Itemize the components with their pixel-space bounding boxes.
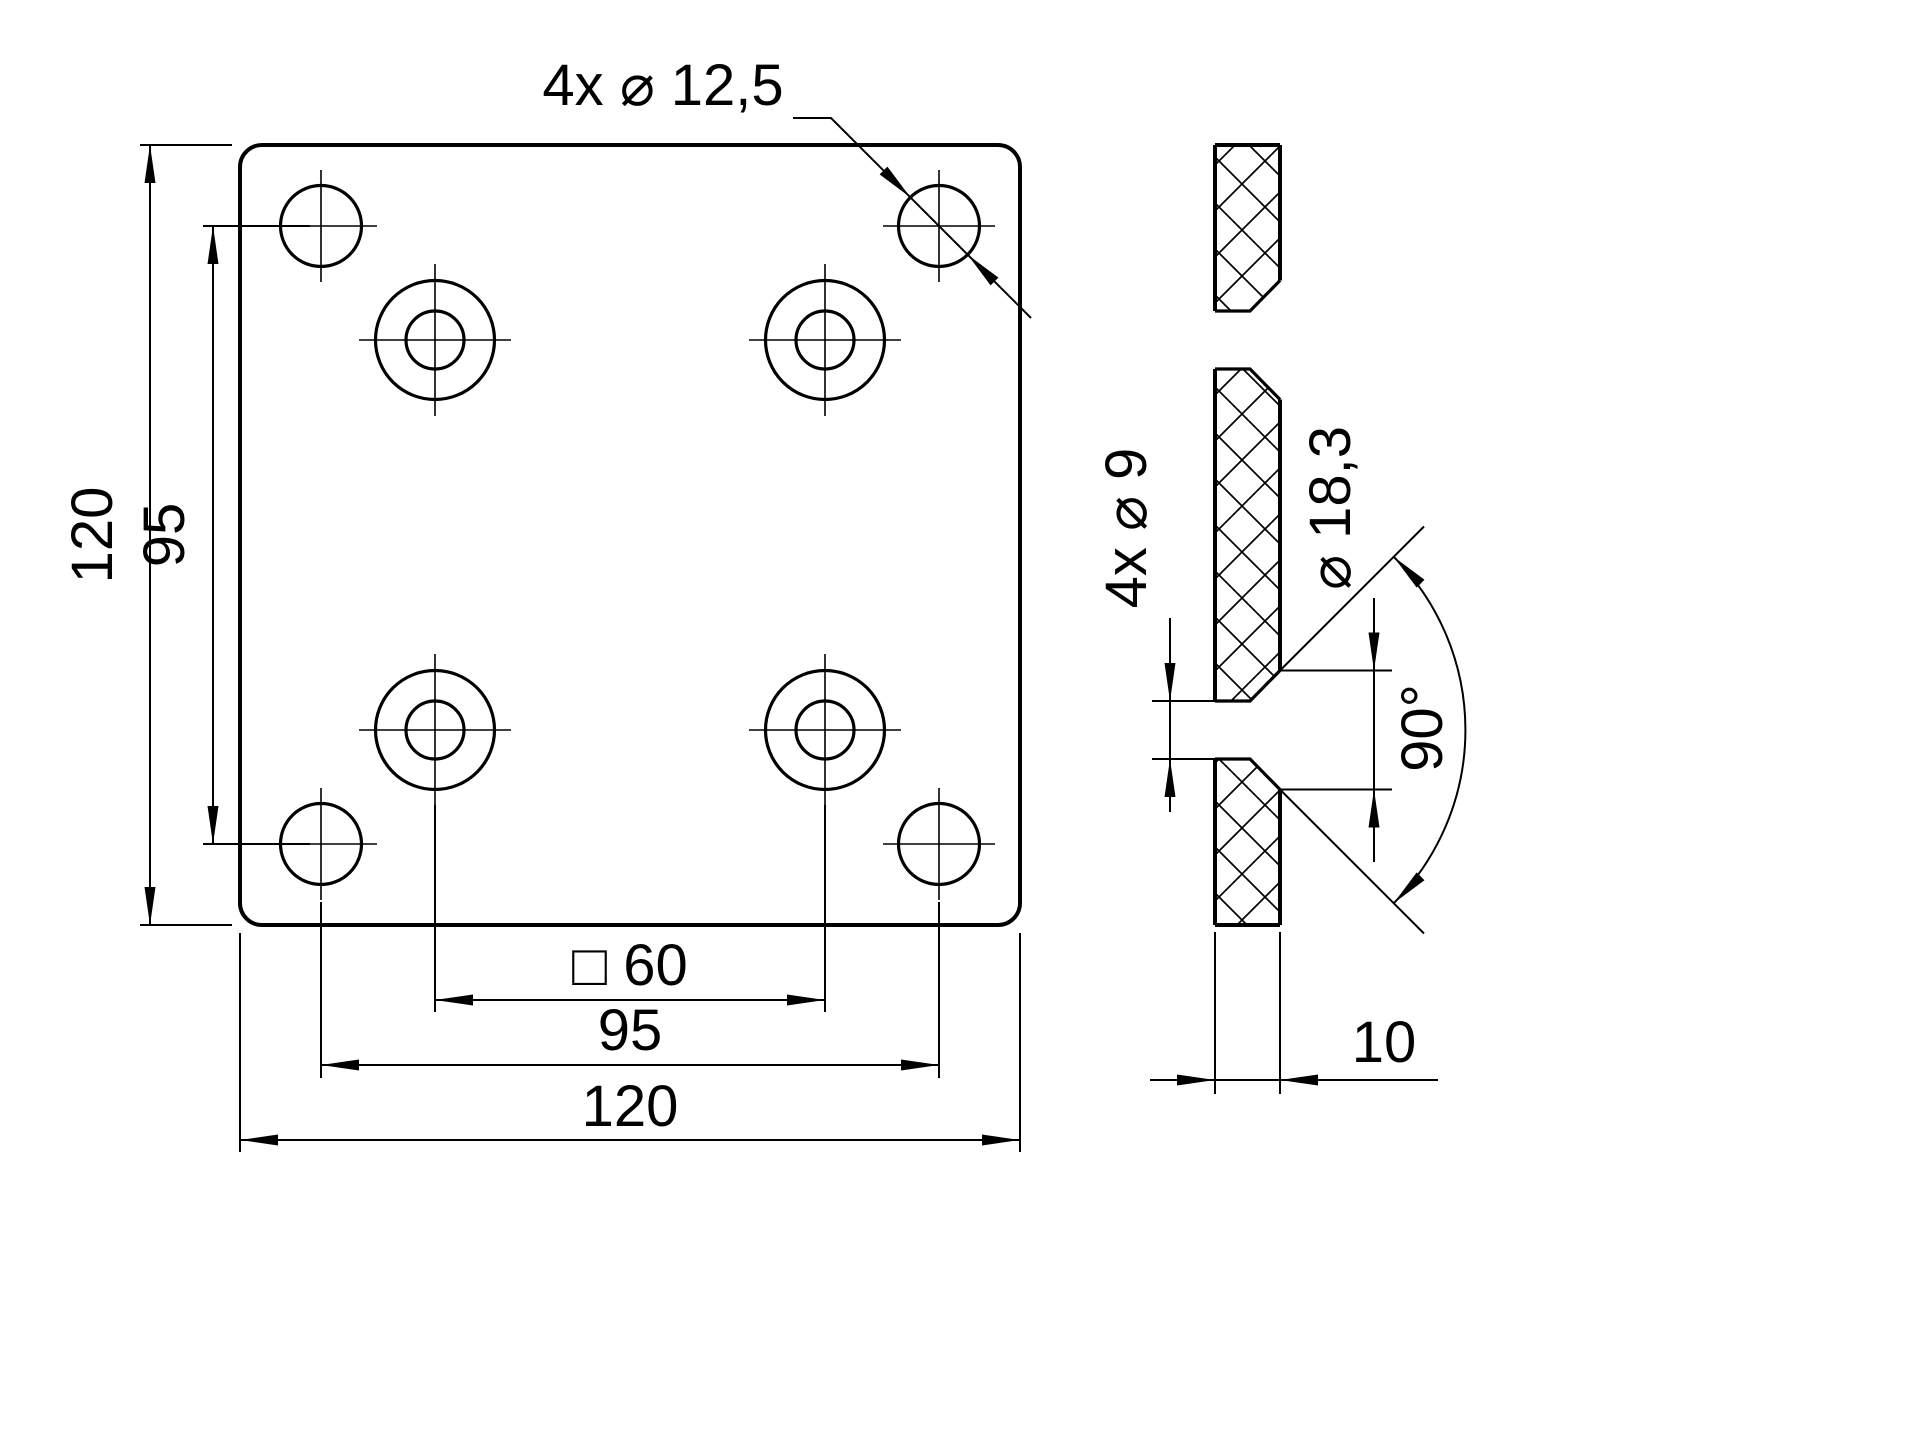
callout-corner-holes-value: 4x ⌀ 12,5: [542, 53, 783, 118]
center-marks-corner-holes: [265, 170, 995, 900]
side-plate-outline: [1213, 143, 1282, 927]
dim-countersink-diameter: ⌀ 18,3: [1280, 426, 1392, 862]
dim-corner-hole-spacing: 95: [320, 902, 940, 1078]
countersink-cutout-lower: [1215, 670, 1280, 790]
dim-hole-spacing-vertical-value: 95: [132, 503, 197, 568]
dim-countersink-angle-value: 90°: [1390, 684, 1455, 772]
dim-overall-height-value: 120: [60, 487, 125, 584]
dim-overall-height: 120: [60, 144, 232, 926]
dim-corner-hole-spacing-value: 95: [598, 998, 663, 1063]
dim-plate-thickness-value: 10: [1352, 1010, 1417, 1075]
corner-hole-top-right: [896, 183, 982, 269]
dim-inner-hole-spacing: □ 60: [434, 805, 826, 1012]
countersink-profile-upper: [1215, 279, 1282, 401]
countersink-cutout-upper: [1215, 280, 1280, 400]
dim-overall-width: 120: [239, 933, 1021, 1152]
callout-bore-diameter: 4x ⌀ 9: [1094, 448, 1215, 812]
dim-overall-width-value: 120: [582, 1074, 679, 1139]
callout-bore-diameter-value: 4x ⌀ 9: [1094, 448, 1159, 609]
dim-plate-thickness: 10: [1150, 932, 1438, 1094]
countersunk-hole-bottom-left: [373, 668, 497, 792]
dim-countersink-angle: 90°: [1279, 525, 1467, 935]
dim-countersink-diameter-value: ⌀ 18,3: [1298, 426, 1363, 590]
plate-outline: [238, 143, 1022, 927]
callout-corner-holes: 4x ⌀ 12,5: [542, 53, 1032, 319]
countersunk-hole-top-left: [373, 278, 497, 402]
side-view: [1213, 143, 1282, 927]
dim-inner-hole-spacing-value: □ 60: [572, 933, 688, 998]
countersunk-hole-bottom-right: [763, 668, 887, 792]
corner-hole-bottom-right: [896, 801, 982, 887]
countersink-profile-lower: [1215, 669, 1282, 791]
front-view: [238, 143, 1022, 927]
countersunk-hole-top-right: [763, 278, 887, 402]
center-marks-countersunk-holes: [359, 264, 901, 806]
dim-hole-spacing-vertical: 95: [132, 225, 310, 845]
section-hatching: [1215, 145, 1280, 925]
